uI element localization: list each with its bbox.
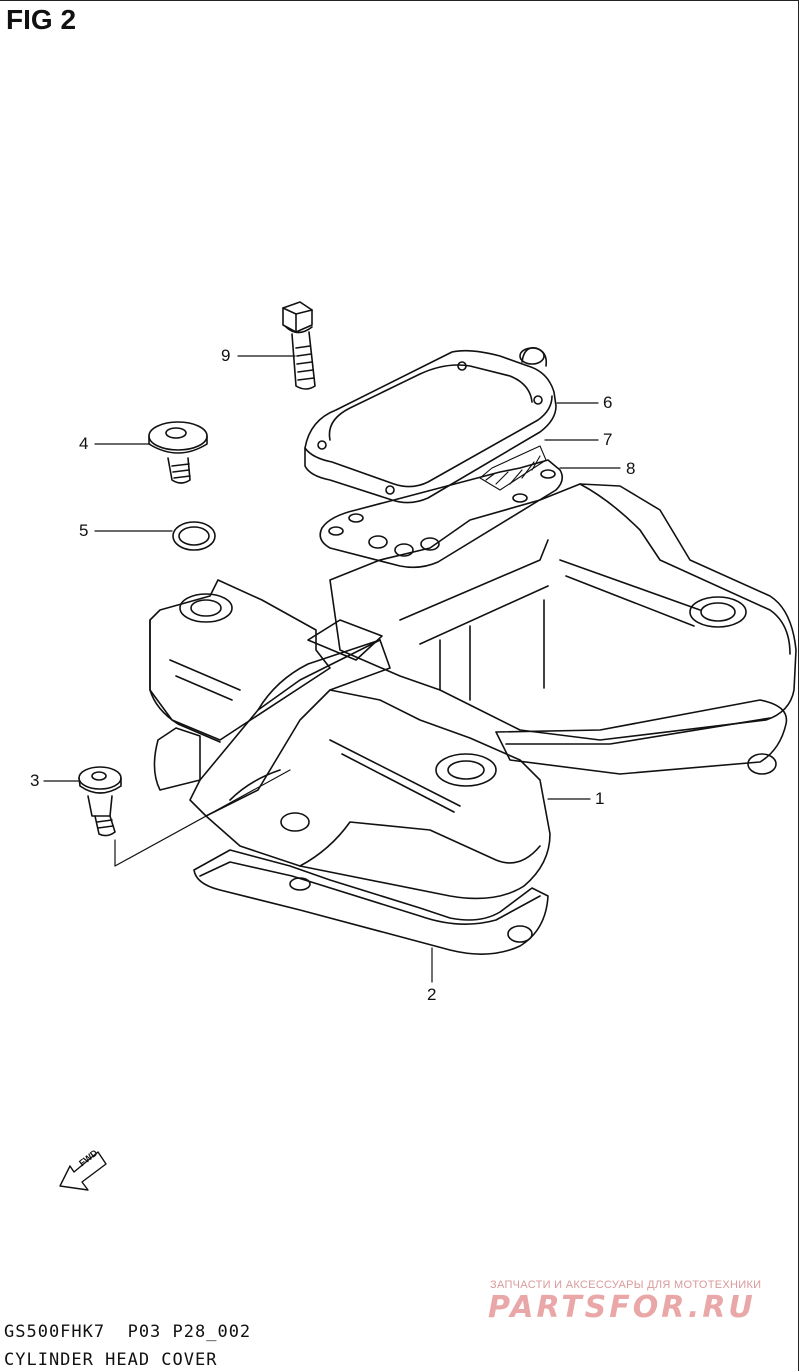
watermark-tagline: ЗАПЧАСТИ И АКСЕССУАРЫ ДЛЯ МОТОТЕХНИКИ — [490, 1279, 762, 1291]
filter-7 — [479, 445, 547, 491]
callout-1: 1 — [595, 789, 605, 808]
cover-gasket-2 — [153, 699, 788, 955]
watermark-brand: PARTSFOR.RU — [488, 1290, 756, 1325]
figure-title: FIG 2 — [6, 4, 77, 35]
callout-9: 9 — [221, 346, 231, 365]
fwd-arrow-icon — [59, 1151, 107, 1191]
cylinder-head-cover-1 — [149, 483, 797, 900]
callout-6: 6 — [603, 393, 613, 412]
callout-3: 3 — [30, 771, 40, 790]
leader-lines — [43, 355, 621, 983]
o-ring-5 — [172, 521, 216, 551]
callout-2: 2 — [427, 985, 437, 1004]
callout-5: 5 — [79, 521, 89, 540]
screw-4 — [148, 421, 208, 484]
cover-cap-6 — [304, 346, 557, 504]
gasket-8 — [319, 459, 564, 569]
callout-4: 4 — [79, 434, 89, 453]
model-code: GS500FHK7 P03 P28_002 — [4, 1322, 252, 1342]
callout-8: 8 — [626, 459, 636, 478]
section-name: CYLINDER HEAD COVER — [4, 1350, 218, 1370]
bolt-9 — [282, 301, 316, 390]
bolt-3 — [78, 766, 122, 837]
callout-7: 7 — [603, 430, 613, 449]
